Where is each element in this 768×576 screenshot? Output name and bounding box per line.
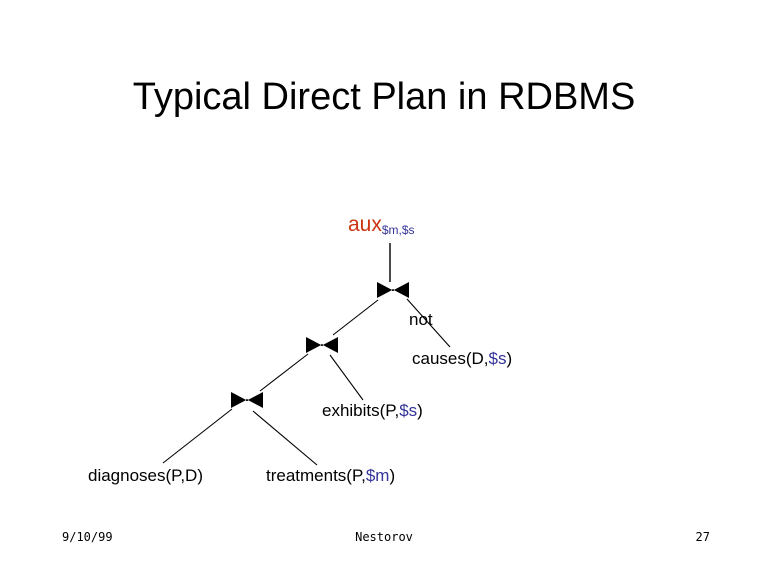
edge-join-bottom-to-treatments: [252, 410, 318, 466]
predicate-treatments-suffix: ): [389, 466, 396, 485]
page-title: Typical Direct Plan in RDBMS: [132, 76, 636, 118]
footer-page-number: 27: [695, 530, 710, 544]
predicate-exhibits-variable: $s: [399, 401, 418, 420]
predicate-treatments: treatments(P,$m): [266, 467, 395, 484]
join-operator-bottom: [230, 391, 264, 409]
predicate-diagnoses: diagnoses(P,D): [88, 467, 203, 484]
negation-label: not: [409, 310, 433, 329]
predicate-treatments-prefix: treatments(P,: [266, 466, 366, 485]
node-aux: aux$m,$s: [348, 213, 415, 237]
bowtie-icon: [306, 337, 338, 353]
bowtie-icon: [231, 392, 263, 408]
predicate-exhibits-suffix: ): [417, 401, 423, 420]
predicate-treatments-variable: $m: [365, 466, 390, 485]
predicate-causes-suffix: ): [506, 349, 513, 368]
predicate-causes-prefix: causes(D,: [412, 349, 489, 368]
aux-relation-name: aux: [348, 213, 382, 236]
join-operator-middle: [305, 336, 339, 354]
aux-subscript: $m,$s: [381, 223, 415, 237]
edge-join-top-to-join-middle: [332, 299, 379, 336]
predicate-exhibits: exhibits(P,$s): [322, 402, 423, 419]
footer-author: Nestorov: [355, 530, 413, 544]
footer-date: 9/10/99: [62, 530, 113, 544]
predicate-causes-variable: $s: [488, 349, 507, 368]
predicate-exhibits-prefix: exhibits(P,: [322, 401, 400, 420]
edge-join-middle-to-exhibits: [329, 354, 364, 401]
join-operator-top: [376, 281, 410, 299]
edge-join-bottom-to-diagnoses: [162, 408, 233, 464]
predicate-diagnoses-prefix: diagnoses(P,D): [88, 466, 203, 485]
edge-join-middle-to-join-bottom: [259, 353, 309, 392]
bowtie-icon: [377, 282, 409, 298]
predicate-causes: causes(D,$s): [412, 350, 512, 367]
